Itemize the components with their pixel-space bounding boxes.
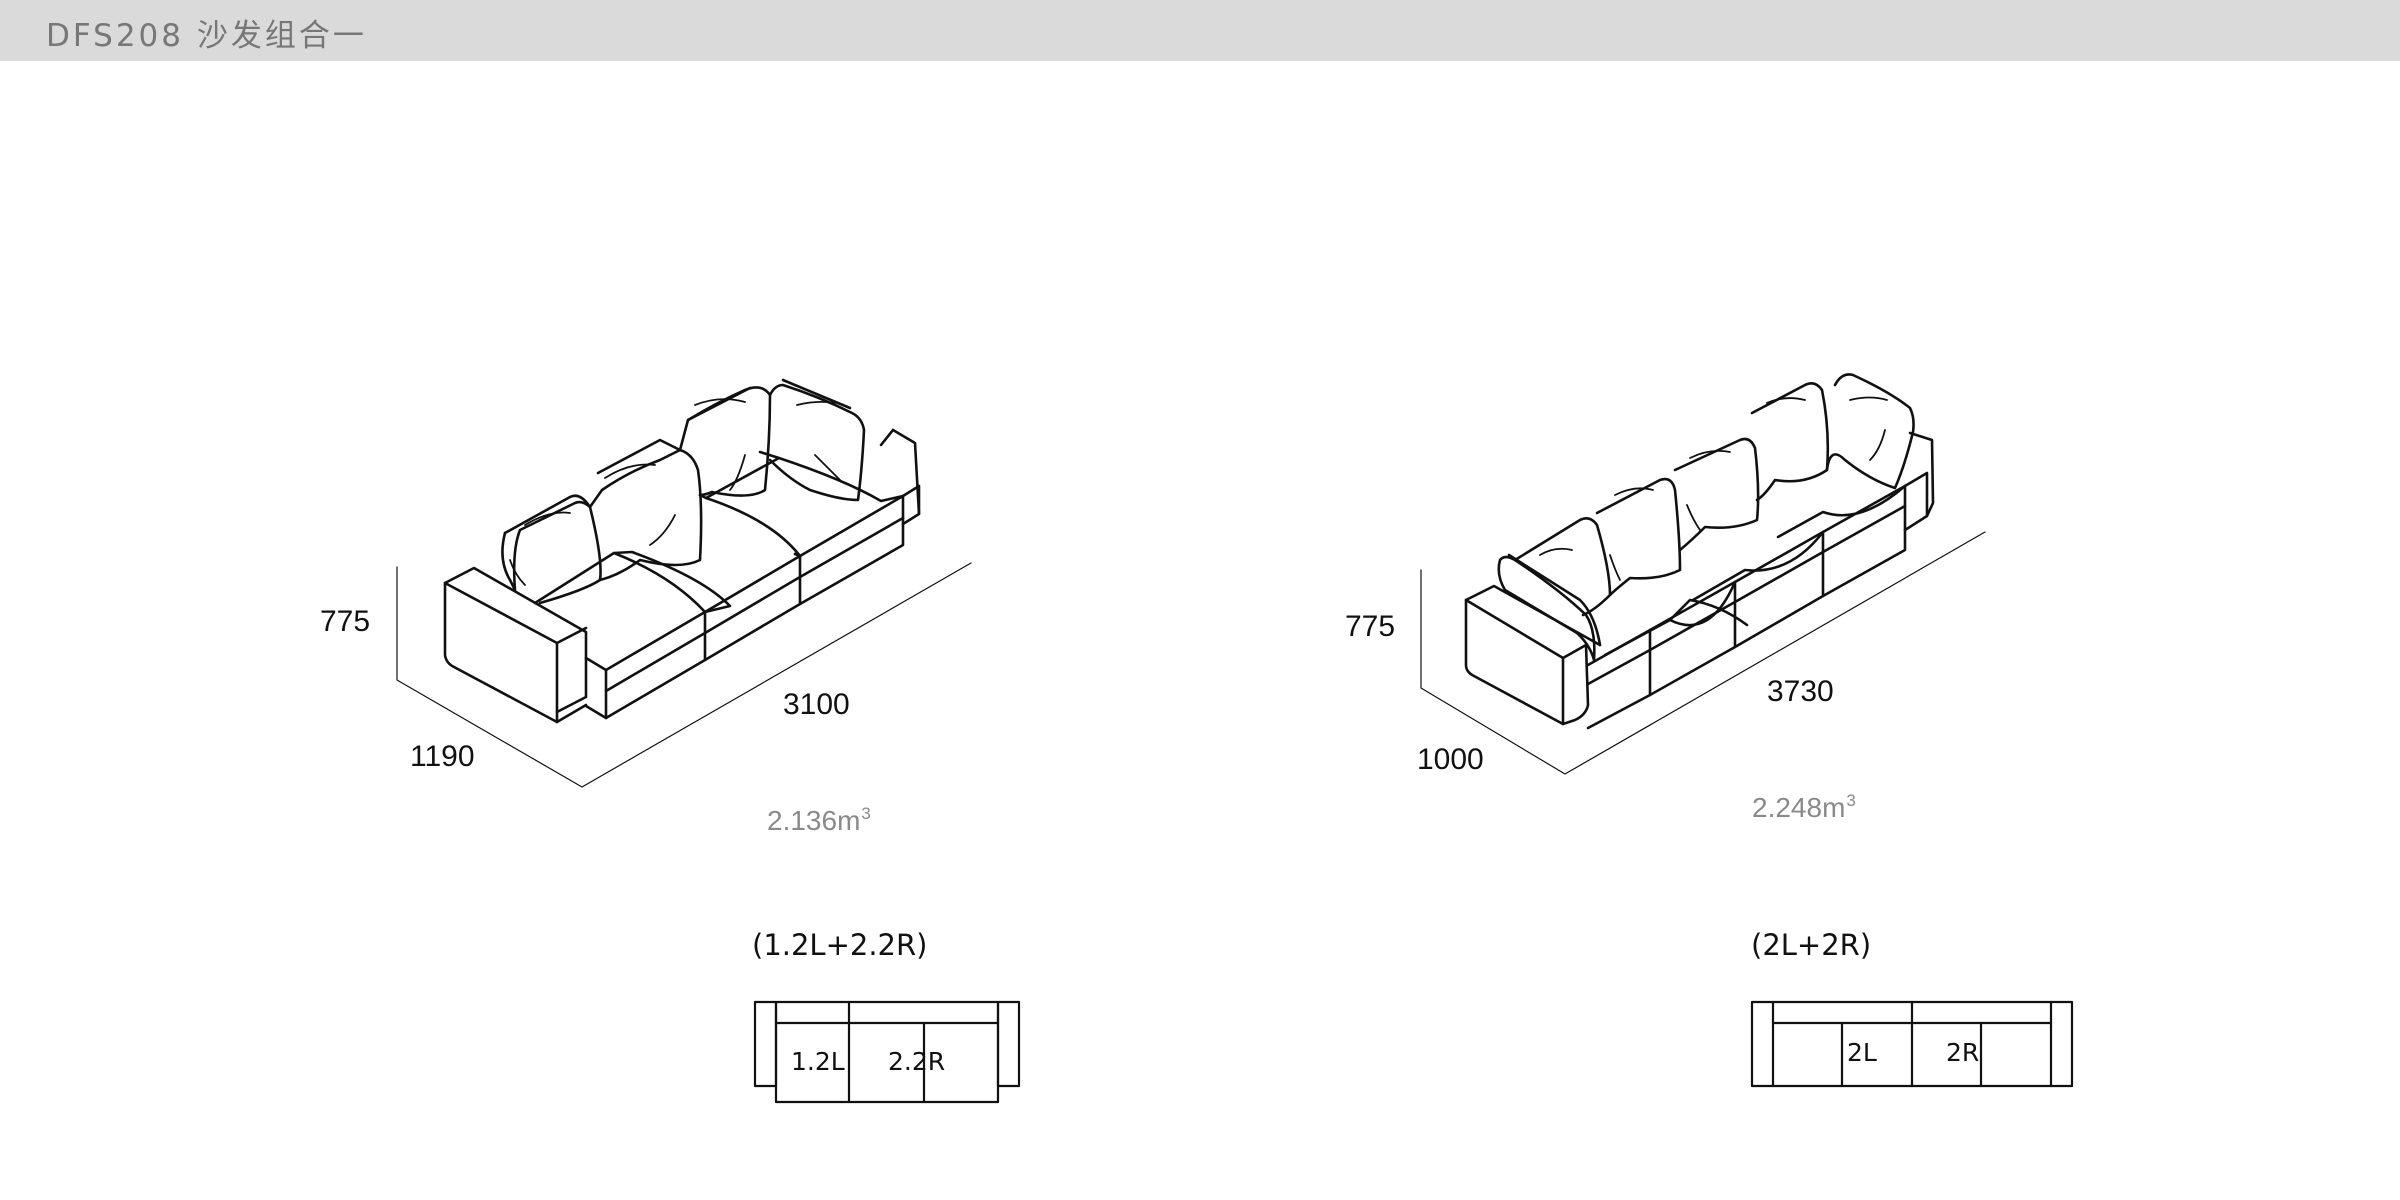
volume-label: 2.248m3 bbox=[1752, 792, 1856, 822]
volume-value: 2.248m bbox=[1752, 792, 1846, 823]
title-bar: DFS208 沙发组合一 bbox=[0, 0, 2400, 61]
height-dimension: 775 bbox=[320, 605, 371, 638]
dimension-guides bbox=[1420, 531, 1986, 775]
sofa-plan-1-2l-2-2r bbox=[753, 1000, 1021, 1104]
sofa-isometric-1000 bbox=[1420, 373, 1986, 775]
width-dimension: 3100 bbox=[783, 688, 850, 721]
height-dimension: 775 bbox=[1345, 610, 1396, 643]
depth-dimension: 1000 bbox=[1417, 743, 1484, 776]
plan-module-label: 2R bbox=[1946, 1038, 1980, 1067]
volume-value: 2.136m bbox=[767, 805, 861, 836]
combination-label: (1.2L+2.2R) bbox=[752, 928, 928, 962]
sofa-plan-2l-2r bbox=[1750, 1000, 2074, 1088]
plan-module-label: 1.2L bbox=[791, 1047, 845, 1076]
combination-label: (2L+2R) bbox=[1751, 928, 1872, 962]
sofa-isometric-1190 bbox=[396, 378, 972, 788]
width-dimension: 3730 bbox=[1767, 675, 1834, 708]
dimension-guides bbox=[396, 562, 972, 788]
volume-label: 2.136m3 bbox=[767, 805, 871, 835]
page-title: DFS208 沙发组合一 bbox=[46, 18, 367, 54]
plan-module-label: 2.2R bbox=[888, 1047, 946, 1076]
plan-module-label: 2L bbox=[1847, 1038, 1877, 1067]
volume-exponent: 3 bbox=[1846, 791, 1856, 810]
depth-dimension: 1190 bbox=[410, 740, 475, 773]
volume-exponent: 3 bbox=[861, 804, 871, 823]
